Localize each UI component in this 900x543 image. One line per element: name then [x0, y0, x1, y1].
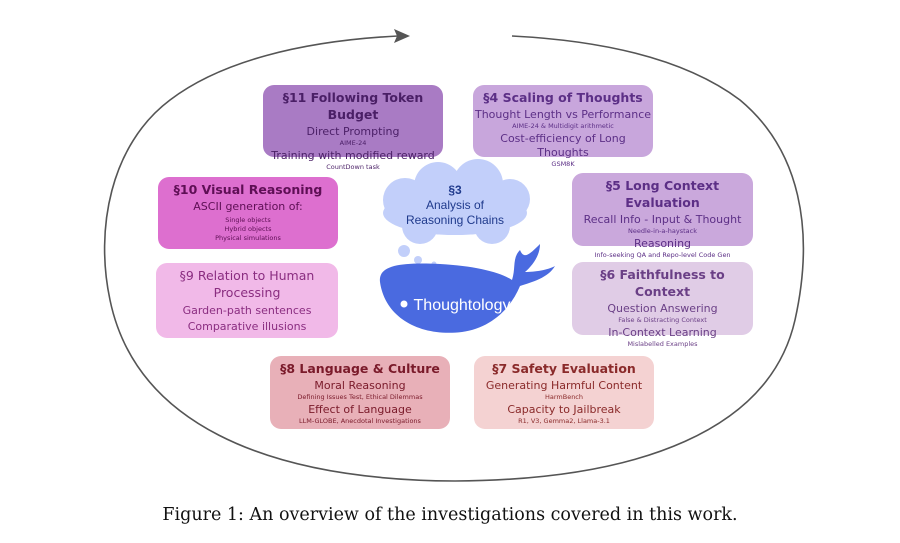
section-4-item-2-sub: GSM8K — [551, 160, 575, 168]
section-10-label: ASCII generation of: — [193, 200, 303, 213]
section-7-box: §7 Safety Evaluation Generating Harmful … — [474, 356, 654, 429]
section-11-item-2-sub: CountDown task — [326, 163, 380, 171]
section-11-box: §11 Following Token Budget Direct Prompt… — [263, 85, 443, 171]
section-11-item-1-sub: AIME-24 — [339, 139, 367, 147]
cycle-arrowhead-icon — [394, 29, 410, 43]
section-4-item-1: Thought Length vs Performance — [474, 108, 652, 121]
section-6-item-2: In-Context Learning — [608, 326, 717, 339]
section-6-box: §6 Faithfulness to Context Question Answ… — [572, 262, 753, 348]
section-8-item-2: Effect of Language — [308, 403, 412, 416]
cycle-arc-left — [103, 35, 805, 482]
section-10-title: §10 Visual Reasoning — [173, 182, 323, 197]
section-10-line-1: Single objects — [225, 216, 271, 224]
section-5-item-1: Recall Info - Input & Thought — [583, 213, 742, 226]
section-5-title: §5 Long Context Evaluation — [605, 178, 720, 210]
section-9-line-1: Garden-path sentences — [182, 304, 312, 317]
section-11-item-1: Direct Prompting — [306, 125, 400, 138]
section-4-item-2: Cost-efficiency of Long Thoughts — [500, 132, 626, 159]
section-9-title-line-2: Processing — [213, 285, 281, 300]
section-9-line-2: Comparative illusions — [187, 320, 307, 333]
section-5-item-2-sub: Info-seeking QA and Repo-level Code Gen — [594, 251, 731, 259]
section-4-title: §4 Scaling of Thoughts — [483, 90, 643, 105]
section-9-title-line-1: §9 Relation to Human — [179, 268, 315, 283]
section-10-line-3: Physical simulations — [215, 234, 281, 242]
section-8-title: §8 Language & Culture — [280, 361, 440, 376]
section-8-item-1-sub: Defining Issues Test, Ethical Dilemmas — [297, 393, 423, 401]
section-6-title: §6 Faithfulness to Context — [600, 267, 725, 299]
section-7-item-1-sub: HarmBench — [544, 393, 584, 401]
section-4-item-1-sub: AIME-24 & Multidigit arithmetic — [512, 122, 614, 130]
section-9-box: §9 Relation to Human Processing Garden-p… — [156, 263, 338, 338]
section-5-box: §5 Long Context Evaluation Recall Info -… — [572, 173, 753, 259]
section-8-item-1: Moral Reasoning — [314, 379, 406, 392]
section-7-item-2: Capacity to Jailbreak — [507, 403, 621, 416]
section-7-title: §7 Safety Evaluation — [492, 361, 636, 376]
section-7-item-1: Generating Harmful Content — [485, 379, 643, 392]
section-11-title: §11 Following Token Budget — [282, 90, 424, 122]
section-8-box: §8 Language & Culture Moral Reasoning De… — [270, 356, 450, 429]
section-4-box: §4 Scaling of Thoughts Thought Length vs… — [473, 85, 653, 168]
section-7-item-2-sub: R1, V3, Gemma2, Llama-3.1 — [518, 417, 610, 425]
section-10-line-2: Hybrid objects — [224, 225, 272, 233]
section-6-item-1: Question Answering — [607, 302, 718, 315]
figure-caption: Figure 1: An overview of the investigati… — [162, 505, 738, 525]
section-11-item-2: Training with modified reward — [271, 149, 435, 162]
section-5-item-2: Reasoning — [633, 237, 692, 250]
section-5-item-1-sub: Needle-in-a-haystack — [628, 227, 697, 235]
section-8-item-2-sub: LLM-GLOBE, Anecdotal Investigations — [299, 417, 421, 425]
section-10-box: §10 Visual Reasoning ASCII generation of… — [158, 177, 338, 249]
section-6-item-2-sub: Mislabelled Examples — [627, 340, 698, 348]
section-6-item-1-sub: False & Distracting Context — [618, 316, 707, 324]
